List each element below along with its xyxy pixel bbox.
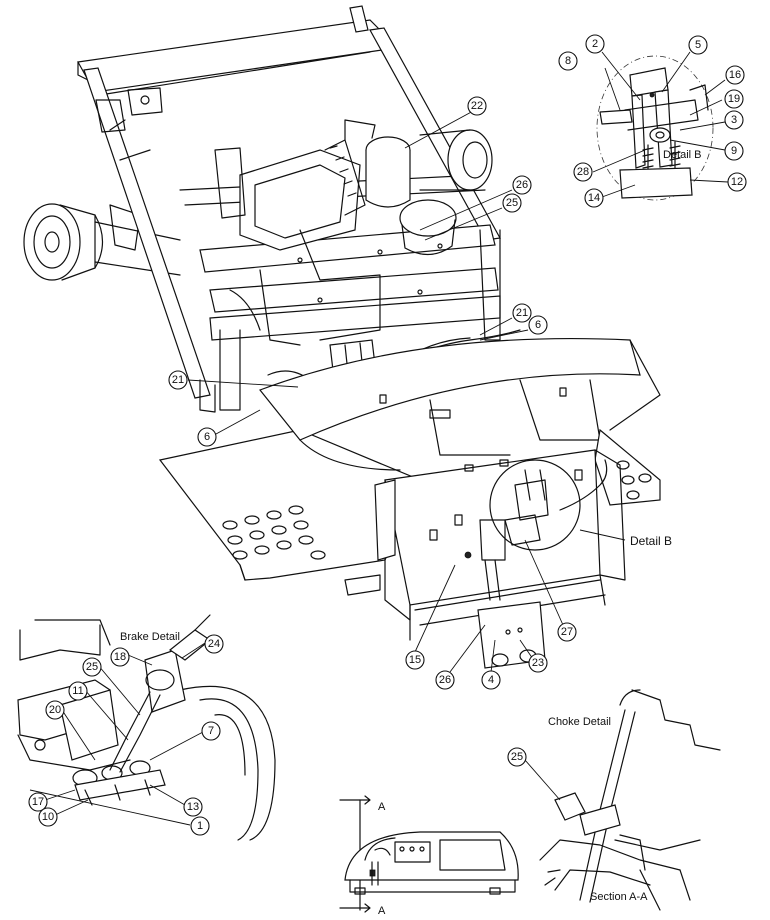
svg-text:2: 2 xyxy=(592,38,598,50)
svg-text:15: 15 xyxy=(409,654,421,666)
callout-22: 22 xyxy=(467,96,487,116)
detail-b-inset-label: Detail B xyxy=(663,149,702,161)
callout-18: 18 xyxy=(110,647,130,667)
svg-text:23: 23 xyxy=(532,657,544,669)
svg-text:21: 21 xyxy=(516,307,528,319)
svg-text:6: 6 xyxy=(204,431,210,443)
callout-25: 25 xyxy=(82,657,102,677)
svg-text:9: 9 xyxy=(731,145,737,157)
callout-10: 10 xyxy=(38,807,58,827)
svg-text:22: 22 xyxy=(471,100,483,112)
callout-6: 6 xyxy=(528,315,548,335)
callout-6: 6 xyxy=(197,427,217,447)
svg-text:6: 6 xyxy=(535,319,541,331)
choke-detail-label: Choke Detail xyxy=(548,716,611,728)
svg-text:14: 14 xyxy=(588,192,600,204)
detail-b-label: Detail B xyxy=(630,534,672,548)
callout-4: 4 xyxy=(481,670,501,690)
svg-text:27: 27 xyxy=(561,626,573,638)
svg-text:5: 5 xyxy=(695,39,701,51)
callout-21: 21 xyxy=(512,303,532,323)
control-panel xyxy=(344,449,626,669)
callout-21: 21 xyxy=(168,370,188,390)
callout-14: 14 xyxy=(584,188,604,208)
svg-text:25: 25 xyxy=(86,661,98,673)
svg-text:26: 26 xyxy=(516,179,528,191)
section-arrow-bottom-label: A xyxy=(378,905,386,917)
callout-7: 7 xyxy=(201,721,221,741)
callout-2: 2 xyxy=(585,34,605,54)
engine xyxy=(214,119,493,346)
svg-text:19: 19 xyxy=(728,93,740,105)
callout-27: 27 xyxy=(557,622,577,642)
svg-text:12: 12 xyxy=(731,176,743,188)
svg-text:17: 17 xyxy=(32,796,44,808)
callout-25: 25 xyxy=(507,747,527,767)
callout-5: 5 xyxy=(688,35,708,55)
main-assembly: 22 26 25 21 6 21 6 15 26 4 23 27 Detail … xyxy=(23,5,672,690)
main-callout-leaders xyxy=(187,109,626,673)
section-arrow-top-label: A xyxy=(378,801,386,813)
callout-23: 23 xyxy=(528,653,548,673)
callout-26: 26 xyxy=(435,670,455,690)
svg-text:10: 10 xyxy=(42,811,54,823)
svg-text:7: 7 xyxy=(208,725,214,737)
callout-8: 8 xyxy=(558,51,578,71)
svg-text:18: 18 xyxy=(114,651,126,663)
section-a-a-label: Section A-A xyxy=(590,891,648,903)
svg-text:13: 13 xyxy=(187,801,199,813)
floor-plate xyxy=(158,429,421,581)
svg-text:24: 24 xyxy=(208,638,220,650)
svg-text:20: 20 xyxy=(49,704,61,716)
svg-text:4: 4 xyxy=(488,674,494,686)
callout-13: 13 xyxy=(183,797,203,817)
svg-text:8: 8 xyxy=(565,55,571,67)
svg-text:3: 3 xyxy=(731,114,737,126)
svg-text:25: 25 xyxy=(506,197,518,209)
callout-12: 12 xyxy=(727,172,747,192)
svg-text:1: 1 xyxy=(197,820,203,832)
callout-16: 16 xyxy=(725,65,745,85)
callout-17: 17 xyxy=(28,792,48,812)
floor-plate-holes xyxy=(222,505,326,560)
svg-text:16: 16 xyxy=(729,69,741,81)
choke-detail: Choke Detail Section A-A 25 xyxy=(507,689,721,911)
callout-26: 26 xyxy=(512,175,532,195)
callout-1: 1 xyxy=(190,816,210,836)
callout-11: 11 xyxy=(68,681,88,701)
brake-detail-label: Brake Detail xyxy=(120,631,180,643)
callout-19: 19 xyxy=(724,89,744,109)
svg-text:21: 21 xyxy=(172,374,184,386)
wheel-hub xyxy=(23,203,181,281)
detail-b-inset: Detail B 2 5 8 16 19 3 9 28 14 12 xyxy=(558,34,747,208)
callout-20: 20 xyxy=(45,700,65,720)
svg-text:25: 25 xyxy=(511,751,523,763)
brake-detail: Brake Detail 24 18 25 11 20 7 13 17 10 1 xyxy=(17,614,276,841)
svg-text:28: 28 xyxy=(577,166,589,178)
dashboard-cowl xyxy=(259,337,661,506)
callout-15: 15 xyxy=(405,650,425,670)
callout-24: 24 xyxy=(204,634,224,654)
cross-frame xyxy=(179,174,501,411)
callout-3: 3 xyxy=(724,110,744,130)
svg-text:26: 26 xyxy=(439,674,451,686)
callout-28: 28 xyxy=(573,162,593,182)
section-a-a-view: A A xyxy=(339,795,519,917)
callout-25: 25 xyxy=(502,193,522,213)
svg-text:11: 11 xyxy=(72,685,83,697)
callout-9: 9 xyxy=(724,141,744,161)
